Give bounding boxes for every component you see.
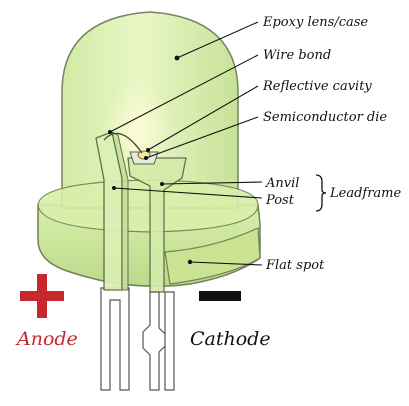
dot-semiconductor-die (144, 156, 148, 160)
dot-reflective-cavity (146, 148, 150, 152)
plus-icon (20, 274, 64, 318)
label-anvil: Anvil (265, 176, 299, 191)
label-reflective-cavity: Reflective cavity (262, 79, 372, 94)
anode-lead (101, 288, 129, 390)
leads (101, 288, 174, 390)
label-wire-bond: Wire bond (263, 48, 331, 63)
cathode-lead (143, 292, 166, 390)
label-cathode: Cathode (190, 328, 271, 350)
dot-anvil (160, 182, 164, 186)
dot-epoxy (175, 56, 180, 61)
dot-flat-spot (188, 260, 192, 264)
label-post: Post (265, 193, 295, 208)
cathode-lead-inner (165, 292, 174, 390)
label-anode: Anode (15, 328, 78, 350)
plus-icon-vertical (37, 274, 47, 318)
minus-icon (199, 291, 241, 301)
dot-wire-bond (108, 130, 112, 134)
label-leadframe: Leadframe (329, 186, 402, 201)
label-epoxy: Epoxy lens/case (262, 15, 368, 30)
label-semiconductor-die: Semiconductor die (263, 110, 387, 125)
semiconductor-die (138, 151, 150, 159)
dot-post (112, 186, 116, 190)
label-flat-spot: Flat spot (265, 258, 325, 273)
epoxy-rim-top (38, 180, 258, 232)
leadframe-brace (316, 175, 326, 211)
